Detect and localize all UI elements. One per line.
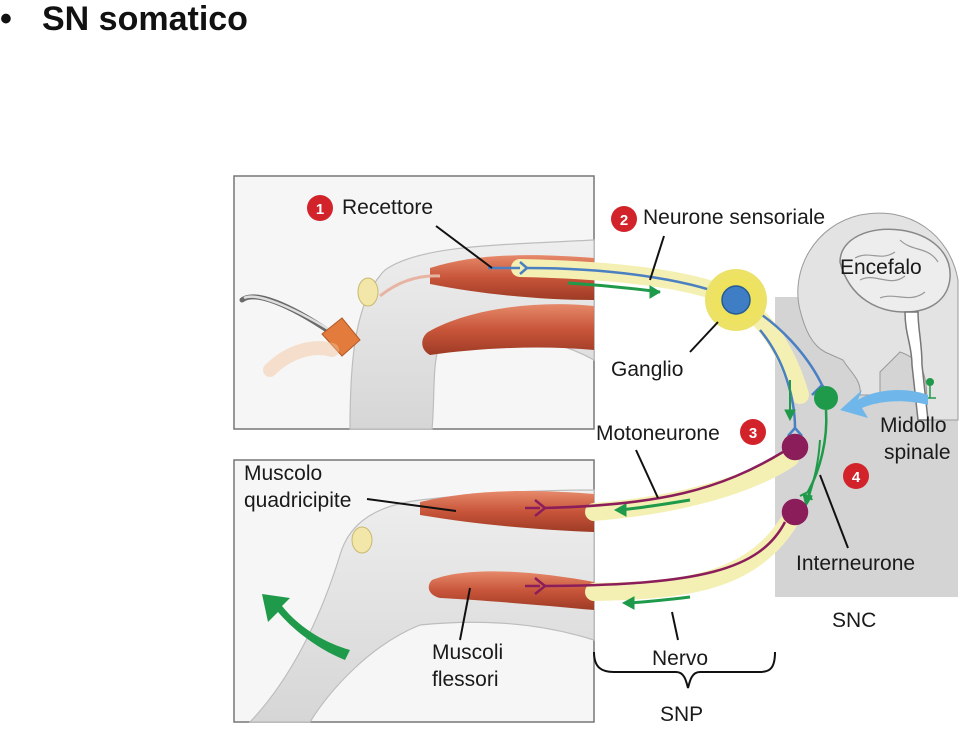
motion-arrow-icon (262, 594, 350, 660)
label-muscolo: Muscolo (244, 462, 322, 485)
label-snc: SNC (832, 609, 876, 632)
label-interneurone: Interneurone (796, 552, 915, 575)
snp-bracket (593, 651, 776, 689)
lower-leg (248, 489, 595, 723)
label-quadricipite: quadricipite (244, 489, 351, 512)
interneuron (799, 386, 838, 501)
upper-leg (349, 239, 595, 430)
quadriceps-muscle-lower (420, 491, 594, 532)
step-badge-2: 2 (611, 206, 637, 232)
label-spinale: spinale (884, 441, 951, 464)
head-silhouette (797, 212, 959, 421)
label-recettore: Recettore (342, 196, 433, 219)
label-muscoli: Muscoli (432, 641, 503, 664)
slide-title: • SN somatico (0, 0, 248, 39)
label-motoneurone: Motoneurone (596, 422, 720, 445)
hamstring-muscle-upper (422, 304, 594, 355)
label-encefalo: Encefalo (840, 256, 922, 279)
leader-lines (366, 225, 849, 641)
flexor-muscle (428, 571, 594, 610)
ganglion-cell (721, 285, 751, 315)
svg-text:1: 1 (316, 201, 324, 218)
label-nervo: Nervo (652, 647, 708, 670)
svg-text:3: 3 (749, 425, 757, 442)
step-badge-3: 3 (740, 419, 766, 445)
label-neurone-sensoriale: Neurone sensoriale (643, 206, 825, 229)
step-badge-4: 4 (843, 463, 869, 489)
label-snp: SNP (660, 703, 703, 726)
slide-title-text: SN somatico (42, 0, 248, 38)
spinal-input-arrow (840, 390, 928, 418)
label-midollo: Midollo (880, 414, 947, 437)
svg-text:2: 2 (620, 212, 628, 229)
label-ganglio: Ganglio (611, 358, 683, 381)
svg-text:4: 4 (852, 469, 861, 486)
step-badge-1: 1 (307, 195, 333, 221)
motor-neurons (525, 433, 809, 595)
bullet-glyph: • (0, 0, 12, 38)
label-flessori: flessori (432, 668, 499, 691)
reflex-hammer-icon (239, 294, 361, 377)
